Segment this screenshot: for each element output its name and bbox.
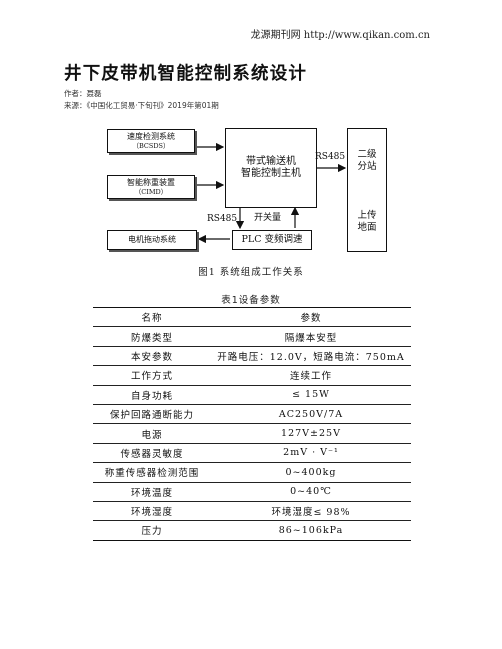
equipment-parameters-table: 名称 参数 防爆类型隔爆本安型 本安参数开路电压：12.0V，短路电流：750m… bbox=[93, 306, 411, 543]
row-name: 传感器灵敏度 bbox=[93, 442, 211, 463]
row-value: 2mV · V⁻¹ bbox=[211, 442, 411, 463]
table-bottom-rule bbox=[93, 539, 411, 543]
speed-box-label: 速度检测系统 bbox=[127, 131, 175, 141]
upload-line2: 地面 bbox=[357, 222, 377, 233]
control-host-box: 带式输送机 智能控制主机 bbox=[225, 128, 317, 208]
row-value: 开路电压：12.0V，短路电流：750mA bbox=[211, 345, 411, 366]
row-name: 压力 bbox=[93, 520, 211, 541]
station-section: 二级 分站 bbox=[357, 129, 376, 193]
row-name: 工作方式 bbox=[93, 365, 211, 386]
station-box: 二级 分站 上传 地面 bbox=[347, 128, 387, 252]
upload-section: 上传 地面 bbox=[357, 193, 376, 251]
table-row: 本安参数开路电压：12.0V，短路电流：750mA bbox=[93, 345, 411, 366]
row-name: 电源 bbox=[93, 423, 211, 444]
row-value: 连续工作 bbox=[211, 365, 411, 386]
article-title: 井下皮带机智能控制系统设计 bbox=[64, 64, 308, 84]
row-value: 0~400kg bbox=[211, 462, 411, 483]
table-row: 环境湿度环境湿度≤ 98% bbox=[93, 500, 411, 521]
plc-box: PLC 变频调速 bbox=[232, 230, 312, 250]
rule-cell bbox=[93, 539, 211, 543]
switch-label: 开关量 bbox=[254, 213, 282, 223]
weigh-box-label: 智能称重装置 bbox=[127, 177, 175, 187]
row-name: 环境温度 bbox=[93, 481, 211, 502]
upload-line1: 上传 bbox=[357, 210, 377, 222]
row-value: 环境湿度≤ 98% bbox=[211, 500, 411, 521]
row-name: 称重传感器检测范围 bbox=[93, 462, 211, 483]
table-row: 防爆类型隔爆本安型 bbox=[93, 326, 411, 347]
row-name: 自身功耗 bbox=[93, 384, 211, 405]
article-author: 作者：聂磊 bbox=[64, 89, 102, 98]
speed-detection-box: 速度检测系统 （BCSDS） bbox=[107, 129, 195, 153]
row-name: 保护回路通断能力 bbox=[93, 403, 211, 424]
row-name: 环境湿度 bbox=[93, 500, 211, 521]
figure-caption: 图1 系统组成工作关系 bbox=[198, 267, 304, 278]
header-param: 参数 bbox=[211, 306, 411, 327]
header-name: 名称 bbox=[93, 306, 211, 327]
rule-cell bbox=[211, 539, 411, 543]
row-value: 0~40℃ bbox=[211, 481, 411, 502]
system-diagram: 速度检测系统 （BCSDS） 智能称重装置 （CIMD） 带式输送机 智能控制主… bbox=[95, 124, 413, 257]
rs485-bottom-label: RS485 bbox=[207, 214, 238, 224]
row-value: ≤ 15W bbox=[211, 384, 411, 405]
row-value: 隔爆本安型 bbox=[211, 326, 411, 347]
row-name: 本安参数 bbox=[93, 345, 211, 366]
plc-box-label: PLC 变频调速 bbox=[241, 234, 303, 246]
article-source: 来源：《中国化工贸易·下旬刊》2019年第01期 bbox=[64, 101, 219, 110]
host-box-line1: 带式输送机 bbox=[246, 155, 296, 167]
speed-box-code: （BCSDS） bbox=[132, 141, 170, 150]
rs485-right-label: RS485 bbox=[315, 152, 346, 162]
table-header-row: 名称 参数 bbox=[93, 306, 411, 327]
station-line2: 分站 bbox=[357, 161, 377, 172]
table-row: 自身功耗≤ 15W bbox=[93, 384, 411, 405]
row-value: 127V±25V bbox=[211, 423, 411, 444]
host-box-line2: 智能控制主机 bbox=[241, 168, 301, 179]
weighing-device-box: 智能称重装置 （CIMD） bbox=[107, 175, 195, 199]
row-value: 86~106kPa bbox=[211, 520, 411, 541]
row-value: AC250V/7A bbox=[211, 403, 411, 424]
weigh-box-code: （CIMD） bbox=[134, 187, 168, 196]
motor-box-label: 电机拖动系统 bbox=[128, 235, 176, 244]
header-url: 龙源期刊网 http://www.qikan.com.cn bbox=[250, 30, 430, 41]
table-row: 工作方式连续工作 bbox=[93, 365, 411, 386]
table-caption: 表1设备参数 bbox=[221, 295, 281, 306]
motor-drive-box: 电机拖动系统 bbox=[107, 230, 197, 250]
row-name: 防爆类型 bbox=[93, 326, 211, 347]
station-line1: 二级 bbox=[357, 149, 377, 161]
